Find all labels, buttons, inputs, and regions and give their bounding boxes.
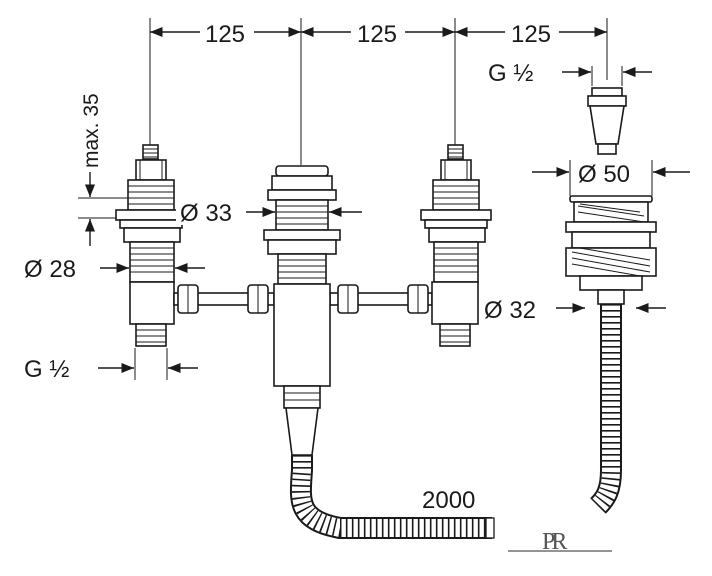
dim-spacing-3: 125 <box>511 21 551 48</box>
valve-diameter-dimension: Ø 28 <box>24 256 205 283</box>
dim-valve-diameter: Ø 28 <box>24 256 76 283</box>
pr-logo: PR <box>508 529 612 555</box>
dim-max-height: max. 35 <box>80 93 103 168</box>
spout-diameter-dimension: Ø 50 <box>532 160 690 196</box>
mixer-diameter-dimension: Ø 33 <box>176 197 362 227</box>
dim-spacing-1: 125 <box>205 21 245 48</box>
mixer-hose <box>289 455 495 539</box>
center-mixer <box>263 165 341 456</box>
dim-spacing-2: 125 <box>357 21 397 48</box>
hose-diameter-dimension: Ø 32 <box>484 297 666 324</box>
spout-body <box>565 195 657 305</box>
spout-adapter <box>587 87 627 155</box>
dim-mixer-diameter: Ø 33 <box>180 200 232 227</box>
spout-hose <box>590 304 622 514</box>
max-height-dimension: max. 35 <box>78 93 130 246</box>
dim-thread-left: G ½ <box>24 356 69 383</box>
left-valve <box>115 144 187 347</box>
dim-spout-diameter: Ø 50 <box>578 161 630 188</box>
top-dimension-chain: 125 125 125 <box>149 18 608 165</box>
right-valve <box>420 144 492 347</box>
dim-thread-spout: G ½ <box>488 60 533 87</box>
dim-hose-length: 2000 <box>422 487 475 514</box>
dim-hose-diameter: Ø 32 <box>484 297 536 324</box>
left-thread-dimension: G ½ <box>24 348 198 383</box>
spout-thread-dimension: G ½ <box>488 60 652 87</box>
